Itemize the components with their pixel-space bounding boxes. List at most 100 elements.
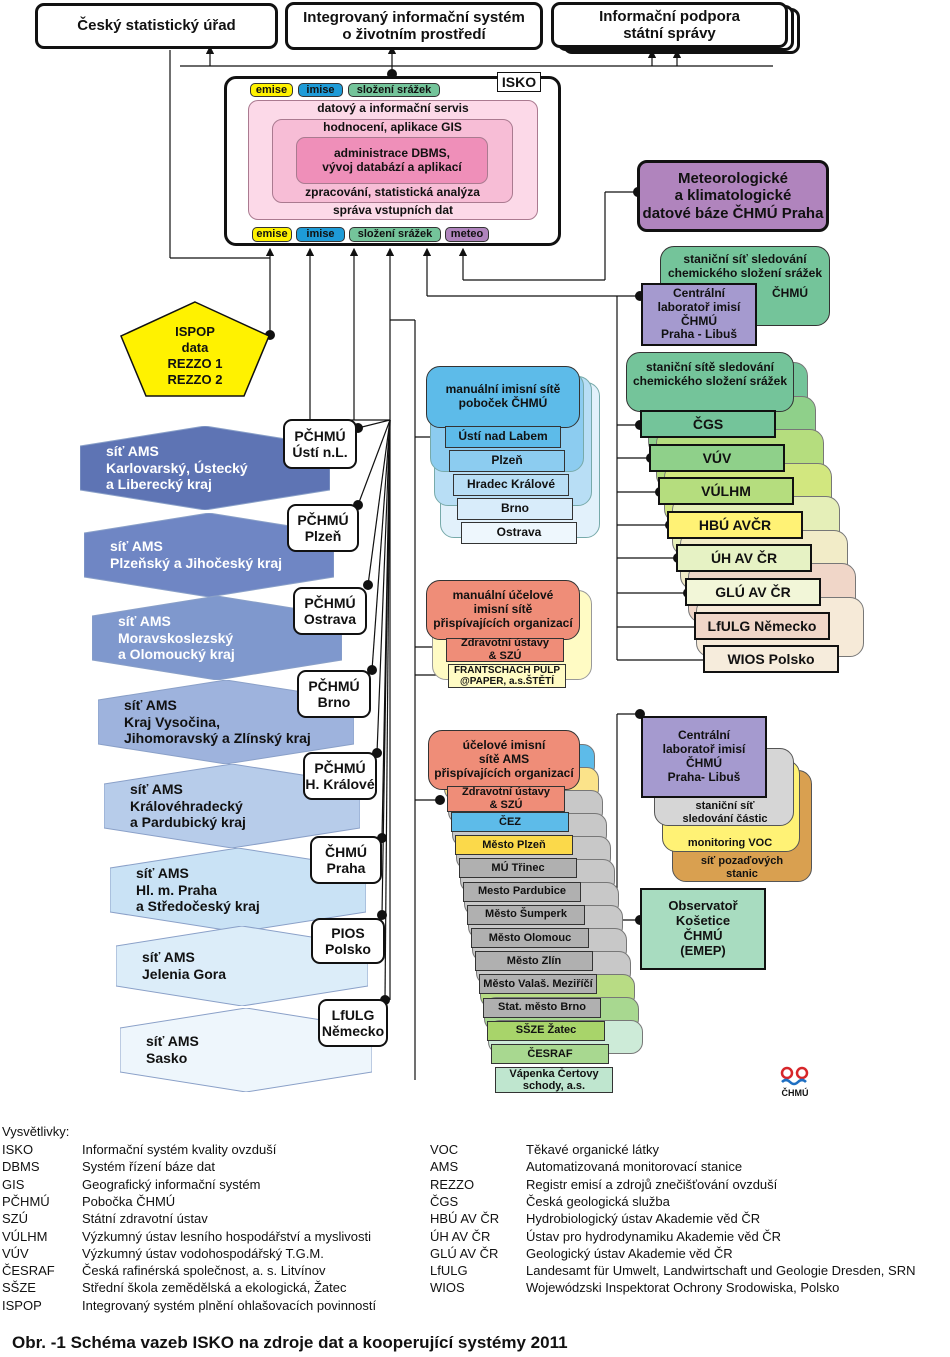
ams-network-label: síť AMS Hl. m. Praha a Středočeský kraj (136, 864, 260, 915)
legend-abbr: SŠZE (2, 1280, 36, 1296)
ams-hex-shape (92, 596, 342, 680)
ams-hex-shape (80, 426, 330, 510)
precip-stations-title: staniční sítě sledování chemického slože… (626, 352, 794, 412)
legend-abbr: VÚLHM (2, 1228, 48, 1244)
ams-hex-shape (84, 513, 334, 597)
precip-station-item: VÚV (649, 443, 785, 472)
isko-label: ISKO (497, 72, 541, 92)
legend-desc: Státní zdravotní ústav (82, 1211, 208, 1227)
purpose-ams-item: Město Šumperk (467, 904, 585, 925)
legend-abbr: AMS (430, 1159, 459, 1175)
legend-abbr: HBÚ AV ČR (430, 1211, 500, 1227)
ams-hex-shape (110, 848, 366, 932)
legend-abbr: GLÚ AV ČR (430, 1245, 499, 1261)
purpose-ams-item: ČEZ (451, 812, 569, 832)
legend-desc: Systém řízení báze dat (82, 1159, 215, 1175)
ispop-pentagon (120, 301, 270, 397)
regional-office-box: PČHMÚ Ústí n.L. (283, 419, 357, 469)
figure-caption: Obr. -1 Schéma vazeb ISKO na zdroje dat … (12, 1333, 568, 1352)
legend-desc: Česká geologická služba (526, 1193, 670, 1209)
ams-hex-shape (120, 1008, 372, 1092)
legend-desc: Střední škola zemědělská a ekologická, Ž… (82, 1280, 347, 1296)
legend-desc: Registr emisí a zdrojů znečišťování ovzd… (526, 1176, 778, 1192)
regional-office-box: ČHMÚ Praha (310, 836, 382, 884)
ams-network-label: síť AMS Karlovarský, Ústecký a Liberecký… (106, 442, 248, 493)
ams-hex-shape (98, 680, 354, 764)
isko-layer-3: administrace DBMS, vývoj databází a apli… (296, 137, 488, 184)
isko-bottom-emise: emise (252, 227, 292, 242)
manual-purpose-item-1: Zdravotní ústavy & SZÚ (446, 637, 564, 662)
legend-desc: Výzkumný ústav vodohospodářský T.G.M. (82, 1245, 324, 1261)
purpose-ams-item: SŠZE Žatec (487, 1020, 605, 1041)
isko-bottom-srazky: složení srážek (349, 227, 441, 242)
legend-abbr: WIOS (430, 1280, 465, 1296)
legend-desc: Pobočka ČHMÚ (82, 1193, 176, 1209)
manual-branch-item: Ostrava (461, 522, 577, 544)
isko-tag-emise: emise (250, 83, 293, 97)
regional-office-box: PČHMÚ Ostrava (293, 587, 367, 635)
legend-desc: Wojewódzski Inspektorat Ochrony Srodowis… (526, 1280, 840, 1296)
legend-abbr: DBMS (2, 1159, 40, 1175)
isko-tag-srazky: složení srážek (348, 83, 440, 97)
purpose-ams-item: Mesto Pardubice (463, 881, 581, 902)
purpose-ams-item: Stat. město Brno (483, 997, 601, 1018)
central-lab-box: Centrální laboratoř imisí ČHMÚ Praha- Li… (641, 716, 767, 798)
legend-abbr: ČGS (430, 1193, 459, 1209)
legend-desc: Automatizovaná monitorovací stanice (526, 1159, 743, 1175)
precip-station-item: ÚH AV ČR (676, 544, 812, 573)
manual-branch-item: Brno (457, 498, 573, 520)
kosetice-box: Observatoř Košetice ČHMÚ (EMEP) (640, 888, 766, 970)
legend-abbr: VOC (430, 1142, 459, 1157)
legend-abbr: ISKO (2, 1142, 34, 1157)
ams-network-label: síť AMS Kraj Vysočina, Jihomoravský a Zl… (124, 696, 311, 747)
ams-network-label: síť AMS Královéhradecký a Pardubický kra… (130, 780, 246, 831)
precip-station-item: VÚLHM (658, 477, 794, 506)
legend-desc: Česká rafinérská společnost, a. s. Litví… (82, 1263, 326, 1279)
central-lab-item-voc: monitoring VOC (687, 836, 773, 849)
regional-office-box: PČHMÚ Brno (297, 670, 371, 718)
ams-network-label: síť AMS Jelenia Gora (142, 949, 227, 982)
manual-branch-item: Hradec Králové (453, 474, 569, 496)
purpose-ams-item: Město Valaš. Meziříčí (479, 974, 597, 995)
csu-box: Český statistický úřad (35, 3, 278, 49)
legend-abbr: REZZO (430, 1176, 475, 1192)
precip-station-item: ČGS (640, 410, 776, 438)
legend-abbr: VÚV (2, 1245, 29, 1261)
precip-station-item: WIOS Polsko (703, 645, 839, 674)
isko-layer-2: hodnocení, aplikace GIS (323, 120, 462, 135)
legend-abbr: ČESRAF (2, 1263, 55, 1279)
central-lab-item-particles: staniční síť sledování částic (682, 800, 768, 825)
meteo-db-box: Meteorologické a klimatologické datové b… (637, 160, 829, 232)
regional-office-box: PČHMÚ H. Králové (303, 752, 377, 800)
legend-desc: Výzkumný ústav lesního hospodářství a my… (82, 1228, 372, 1244)
legend-abbr: SZÚ (2, 1211, 28, 1227)
manual-branch-item: Ústí nad Labem (445, 426, 561, 448)
manual-branch-item: Plzeň (449, 450, 565, 472)
legend-desc: Informační systém kvality ovzduší (82, 1142, 277, 1157)
purpose-ams-title: účelové imisní sítě AMS přispívajících o… (428, 730, 580, 790)
purpose-ams-item: MÚ Třinec (459, 858, 577, 879)
chmu-logo-icon (780, 1066, 809, 1086)
manual-purpose-item-2: FRANTSCHACH PULP @PAPER, a.s.ŠTĚTÍ (448, 664, 566, 688)
purpose-ams-item: Zdravotní ústavy & SZÚ (447, 786, 565, 812)
manual-branch-title: manuální imisní sítě poboček ČHMÚ (426, 366, 580, 428)
legend-desc: Landesamt für Umwelt, Landwirtschaft und… (526, 1263, 916, 1279)
legend-desc: Integrovaný systém plnění ohlašovacích p… (82, 1297, 377, 1313)
purpose-ams-item: Vápenka Čertovy schody, a.s. (495, 1067, 613, 1094)
legend-abbr: GIS (2, 1176, 25, 1192)
ispop-label: ISPOP data REZZO 1 REZZO 2 (167, 323, 223, 388)
manual-purpose-title: manuální účelové imisní sítě přispívajíc… (426, 580, 580, 640)
precip-station-item: HBÚ AVČR (667, 510, 803, 539)
purpose-ams-item: ČESRAF (491, 1044, 609, 1064)
ams-network-label: síť AMS Sasko (146, 1033, 199, 1066)
regional-office-box: LfULG Německo (318, 999, 388, 1047)
ams-network-label: síť AMS Plzeňský a Jihočeský kraj (110, 538, 282, 571)
legend-desc: Těkavé organické látky (526, 1142, 659, 1157)
legend-title: Vysvětlivky: (2, 1124, 70, 1139)
purpose-ams-item: Město Zlín (475, 951, 593, 972)
chmu-logo-text: ČHMÚ (781, 1087, 809, 1098)
isko-layer-5: správa vstupních dat (332, 203, 454, 218)
precip-top-tail: ČHMÚ (772, 286, 808, 301)
legend-abbr: LfULG (430, 1263, 468, 1279)
